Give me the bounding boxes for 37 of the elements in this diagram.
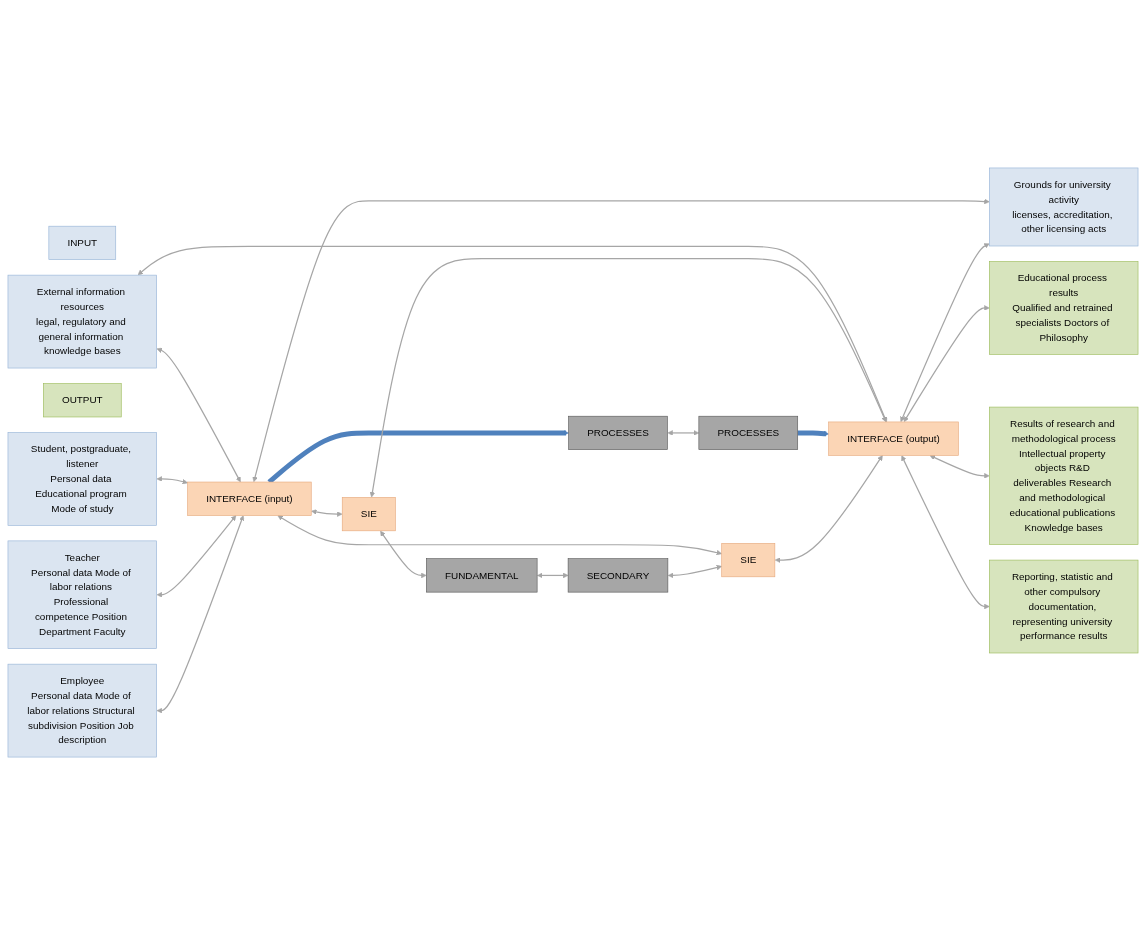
node-box: SIE — [721, 543, 776, 578]
arrow — [903, 305, 990, 422]
arrow — [901, 455, 990, 610]
node-box: SECONDARY — [567, 558, 669, 593]
arrow — [929, 455, 990, 479]
arrow — [537, 572, 569, 579]
arrow — [252, 198, 990, 482]
arrow — [380, 530, 427, 579]
arrow — [797, 430, 829, 437]
node-box: Results of research and methodological process Intellectual property objects R&D deliverables Research and methodological educational publications Knowledge bases — [989, 406, 1139, 545]
node-box: Teacher Personal data Mode of labor relations Professional competence Position Department Faculty — [7, 540, 157, 649]
arrow — [900, 243, 990, 422]
node-box: Grounds for university activity licenses, accreditation, other licensing acts — [989, 167, 1139, 247]
arrow — [774, 455, 883, 563]
arrow — [156, 347, 241, 483]
arrow — [156, 515, 237, 598]
node-box: Student, postgraduate, listener Personal data Educational program Mode of study — [7, 432, 157, 526]
arrow — [156, 515, 245, 714]
node-box: INTERFACE (input) — [187, 481, 312, 516]
arrow — [156, 476, 188, 485]
node-box: PROCESSES — [698, 415, 798, 450]
arrow — [277, 515, 722, 556]
node-box: SIE — [341, 497, 396, 532]
arrow — [369, 258, 887, 498]
arrow — [311, 509, 343, 517]
node-box: Employee Personal data Mode of labor relations Structural subdivision Position Job description — [7, 663, 157, 758]
node-box: Educational process results Qualified and retrained specialists Doctors of Philosophy — [989, 261, 1139, 355]
node-box: PROCESSES — [568, 415, 668, 450]
arrow — [267, 430, 569, 484]
node-box: INTERFACE (output) — [828, 421, 959, 456]
node-box: INPUT — [48, 225, 117, 260]
node-box: FUNDAMENTAL — [426, 558, 538, 593]
arrow — [667, 564, 722, 579]
arrow — [667, 430, 700, 436]
node-box: Reporting, statistic and other compulsory documentation, representing university performance results — [989, 559, 1139, 654]
node-box: External information resources legal, regulatory and general information knowledge bases — [7, 274, 157, 369]
node-box: OUTPUT — [43, 383, 122, 418]
